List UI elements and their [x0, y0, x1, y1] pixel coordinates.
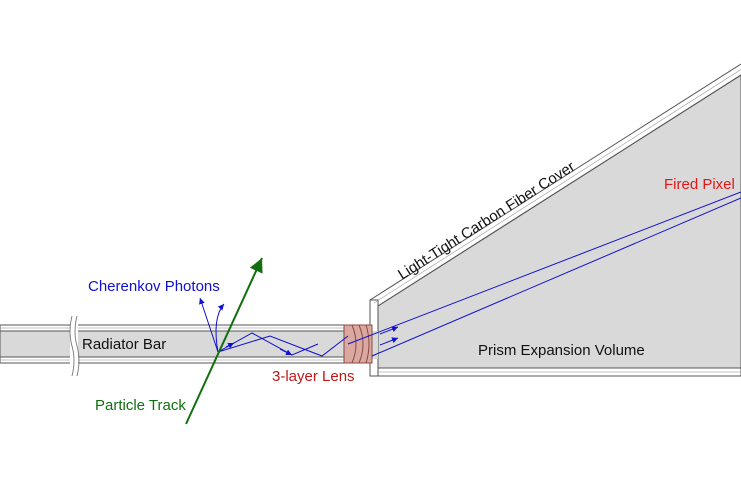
photon-paths	[199, 191, 741, 357]
photon-ray-lower	[371, 197, 741, 357]
photon-ray-upper	[347, 191, 741, 345]
prism-volume	[369, 63, 741, 377]
radiator-bar	[0, 324, 373, 364]
particle-track-arrow	[185, 257, 263, 425]
cover-outer-line	[369, 63, 741, 301]
fired-pixel-label: Fired Pixel	[664, 176, 735, 193]
cherenkov-photons-label: Cherenkov Photons	[88, 278, 220, 295]
radiator-bar-label: Radiator Bar	[82, 336, 166, 353]
photon-escape-1	[199, 297, 219, 353]
photon-escape-2	[215, 303, 225, 353]
lens-label: 3-layer Lens	[272, 368, 355, 385]
photon-arrow-c	[379, 326, 399, 335]
photon-arrow-a	[225, 342, 235, 349]
radiator-bar-inner	[0, 330, 373, 358]
photon-bounce-2	[217, 335, 349, 357]
prism-volume-label: Prism Expansion Volume	[478, 342, 645, 359]
break-mark	[69, 315, 80, 377]
photon-arrow-b	[279, 348, 293, 356]
particle-track-label: Particle Track	[95, 397, 186, 414]
photon-arrow-d	[379, 337, 399, 346]
cover-inner-line	[377, 74, 741, 307]
